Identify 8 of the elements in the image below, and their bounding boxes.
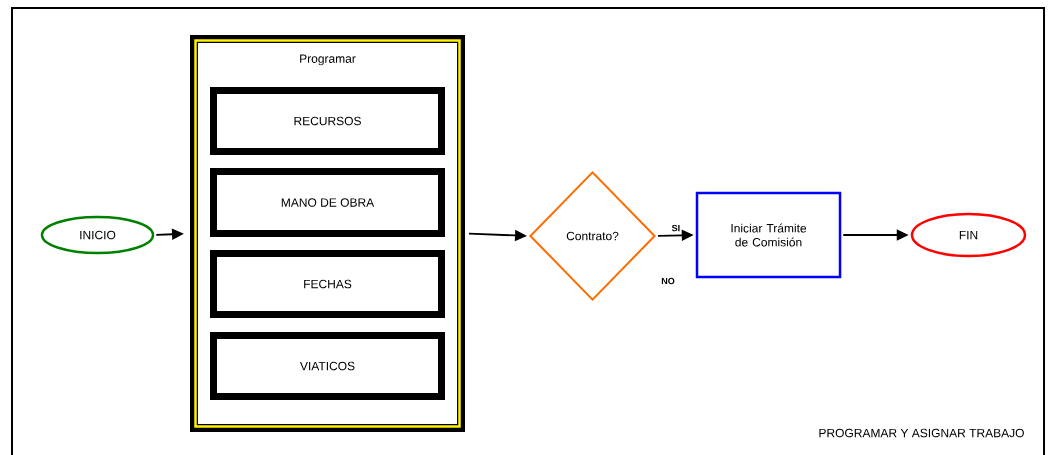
process-box: RECURSOS [210,87,445,155]
branch-label: NO [661,277,675,285]
process-box: FECHAS [210,250,445,318]
edge-label: SI [670,223,682,233]
process-box: MANO DE OBRA [210,168,445,237]
process-box: VIATICOS [210,332,445,400]
caption: PROGRAMAR Y ASIGNAR TRABAJO [819,428,1024,438]
process-box: Iniciar Trámite de Comisión [695,191,842,279]
